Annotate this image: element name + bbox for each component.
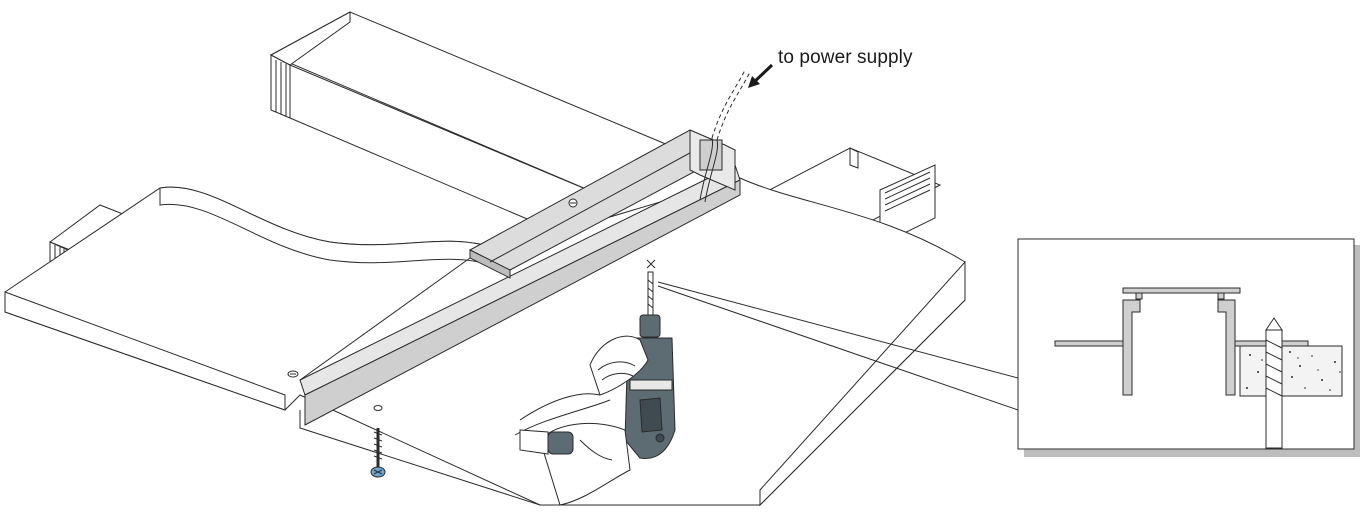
power-cable <box>699 69 751 203</box>
power-supply-label: to power supply <box>778 47 913 68</box>
detail-zoom-lines <box>657 281 1019 411</box>
drill-bit-section <box>1265 317 1283 449</box>
arrow-icon <box>748 63 774 88</box>
ceiling-screw-hole <box>287 370 383 411</box>
power-drill-icon <box>514 271 676 506</box>
screw-icon <box>370 428 386 478</box>
drill-target-mark <box>646 259 656 269</box>
aluminium-profile <box>299 129 741 426</box>
detail-inset <box>1017 238 1360 457</box>
ceiling-board <box>4 177 966 507</box>
ceiling-material-section <box>1239 345 1343 397</box>
